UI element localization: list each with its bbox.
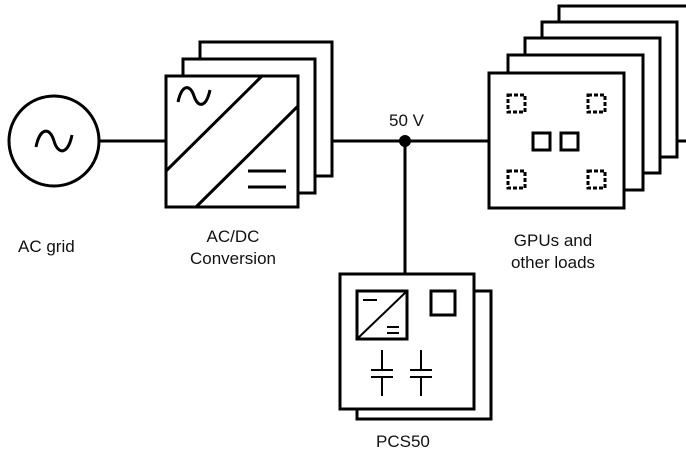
- acdc-converter-stack: [164, 40, 334, 209]
- gpu-label-line1: GPUs and: [513, 231, 593, 250]
- acdc-label-line2: Conversion: [190, 249, 276, 268]
- ac-source-icon: [7, 94, 101, 188]
- acdc-label: AC/DC Conversion: [183, 226, 283, 270]
- pcs50-label: PCS50: [376, 432, 430, 451]
- capacitor-icon: [371, 350, 432, 396]
- gpu-stack: [487, 4, 686, 210]
- acdc-label-line1: AC/DC: [206, 227, 260, 246]
- ac-grid-label: AC grid: [18, 237, 75, 256]
- pcs-module-square: [429, 289, 457, 317]
- bus-junction-dot: [399, 135, 411, 147]
- converter-icon: [164, 74, 300, 209]
- pcs50-stack: [338, 272, 493, 421]
- gpu-label: GPUs and other loads: [498, 230, 608, 274]
- bus-voltage-label: 50 V: [389, 111, 424, 130]
- gpu-label-line2: other loads: [510, 253, 596, 272]
- gpu-chip-icon: [506, 93, 607, 190]
- pcs-converter-icon: [355, 289, 409, 341]
